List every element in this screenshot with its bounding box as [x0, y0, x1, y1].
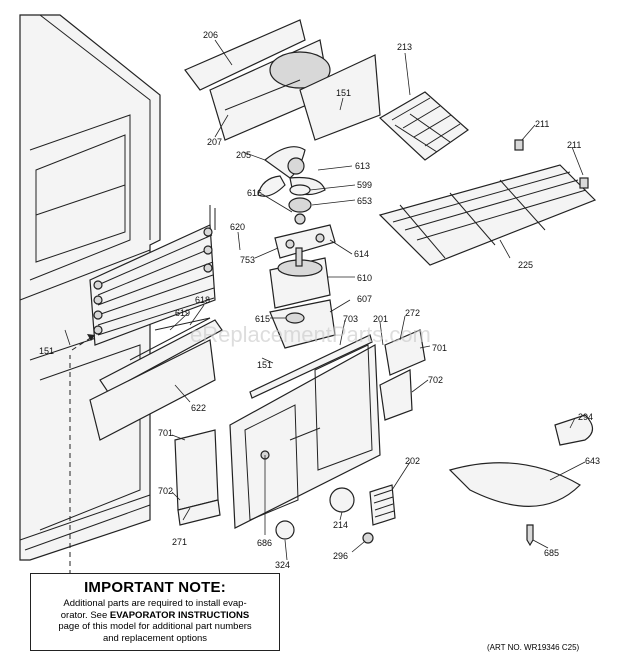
- air-duct-upper: [384, 329, 426, 376]
- washer-296: [362, 532, 374, 544]
- freezer-duct-assembly: [184, 19, 381, 141]
- art-number: (ART NO. WR19346 C25): [487, 643, 580, 652]
- dispenser-cap: [554, 414, 594, 446]
- plug-324: [275, 520, 295, 540]
- label-202: 202: [405, 456, 420, 466]
- note-line-2-text: orator. See: [60, 609, 110, 621]
- label-610: 610: [357, 273, 372, 283]
- air-baffle-rod: [249, 334, 373, 399]
- plug-214: [329, 487, 355, 513]
- label-615: 615: [255, 314, 270, 324]
- air-duct-lower: [379, 369, 413, 421]
- label-211-right: 211: [567, 140, 581, 150]
- label-616: 616: [247, 188, 262, 198]
- label-206: 206: [203, 30, 218, 40]
- label-618: 618: [195, 295, 210, 305]
- label-701-right: 701: [432, 343, 447, 353]
- evaporator-instructions-link: EVAPORATOR INSTRUCTIONS: [109, 609, 250, 621]
- label-622: 622: [191, 403, 206, 413]
- label-613: 613: [355, 161, 370, 171]
- label-643: 643: [585, 456, 600, 466]
- note-line-2: orator. See EVAPORATOR INSTRUCTIONS: [37, 610, 273, 622]
- shelf-stud-a: [514, 139, 524, 151]
- fan-retainer: [294, 213, 306, 225]
- label-703: 703: [343, 314, 358, 324]
- label-151-top: 151: [336, 88, 351, 98]
- evaporator-cover: [229, 344, 381, 529]
- label-151-left: 151: [39, 346, 54, 356]
- label-753: 753: [240, 255, 255, 265]
- fan-motor: [269, 247, 331, 309]
- label-225: 225: [518, 260, 533, 270]
- part-labels: 206 207 205 151 213 211 211 613 599 653 …: [39, 30, 600, 570]
- install-arrow-icon: [87, 334, 95, 341]
- evaporator-coil: [89, 205, 216, 346]
- label-151-mid: 151: [257, 360, 272, 370]
- label-201: 201: [373, 314, 388, 324]
- drain-trough: [89, 339, 216, 441]
- fan-blade: [257, 146, 326, 197]
- watermark: eReplacementParts.com: [190, 322, 431, 347]
- label-214: 214: [333, 520, 348, 530]
- label-296: 296: [333, 551, 348, 561]
- motor-bracket: [274, 224, 336, 259]
- label-702-left: 702: [158, 486, 173, 496]
- dispenser-cover: [448, 462, 581, 507]
- note-line-1: Additional parts are required to install…: [63, 598, 247, 609]
- shelf-stud-b: [579, 177, 589, 189]
- label-701-left: 701: [158, 428, 173, 438]
- note-body: Additional parts are required to install…: [31, 598, 279, 644]
- fan-washer: [289, 184, 311, 196]
- fan-grommet: [288, 197, 312, 213]
- vent-grille: [369, 484, 396, 526]
- label-324: 324: [275, 560, 290, 570]
- label-211-left: 211: [535, 119, 549, 129]
- label-619: 619: [175, 308, 190, 318]
- label-685: 685: [544, 548, 559, 558]
- label-653: 653: [357, 196, 372, 206]
- defrost-heater: [99, 317, 223, 393]
- screw-685: [526, 524, 534, 547]
- label-272: 272: [405, 308, 420, 318]
- motor-shroud: [269, 299, 336, 349]
- foam-block-701: [174, 429, 219, 511]
- important-note-box: IMPORTANT NOTE: Additional parts are req…: [30, 573, 280, 651]
- label-614: 614: [354, 249, 369, 259]
- leader-lines: [64, 39, 586, 561]
- label-271: 271: [172, 537, 187, 547]
- label-607: 607: [357, 294, 372, 304]
- note-line-4: and replacement options: [102, 632, 208, 644]
- note-title: IMPORTANT NOTE:: [84, 579, 226, 596]
- label-205: 205: [236, 150, 251, 160]
- label-686: 686: [257, 538, 272, 548]
- label-294: 294: [578, 412, 593, 422]
- label-620: 620: [230, 222, 245, 232]
- wire-shelf: [378, 164, 597, 266]
- label-213: 213: [397, 42, 412, 52]
- label-207: 207: [207, 137, 222, 147]
- note-line-3: page of this model for additional part n…: [58, 621, 252, 632]
- foam-block-702: [177, 499, 221, 526]
- label-599: 599: [357, 180, 372, 190]
- ice-tray: [378, 91, 469, 161]
- label-702-right: 702: [428, 375, 443, 385]
